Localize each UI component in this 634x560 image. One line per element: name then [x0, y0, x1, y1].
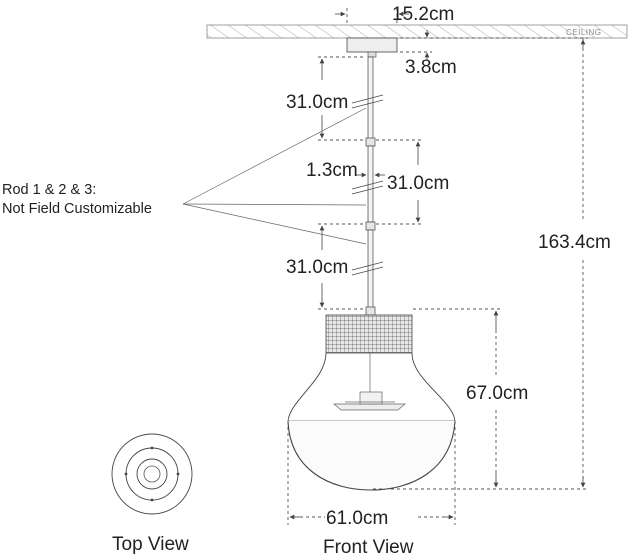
shade-width-label: 61.0cm — [326, 508, 388, 529]
shade-height-label: 67.0cm — [466, 383, 528, 404]
rod-note-leaders — [182, 107, 367, 245]
rod-1-dimension — [318, 56, 366, 141]
rod-1-label: 31.0cm — [286, 92, 348, 113]
top-view — [111, 433, 193, 515]
canopy-width-dimension — [335, 8, 409, 24]
top-view-label: Top View — [112, 534, 189, 555]
canopy-height-dimension — [400, 30, 432, 60]
canopy-height-label: 3.8cm — [405, 57, 457, 78]
canopy-width-label: 15.2cm — [392, 4, 454, 25]
rod-3-dimension — [318, 223, 366, 310]
rod-note-line1: Rod 1 & 2 & 3: — [2, 182, 96, 198]
shade-height-dimension — [413, 308, 503, 488]
canopy — [346, 37, 398, 53]
ceiling-label: CEILING — [566, 28, 602, 37]
overall-height-label: 163.4cm — [538, 232, 611, 253]
rod-2-dimension — [376, 139, 422, 225]
rod-assembly — [351, 56, 384, 316]
rod-diameter-label: 1.3cm — [306, 160, 358, 181]
shade — [287, 314, 456, 491]
rod-3-label: 31.0cm — [286, 257, 348, 278]
rod-2-label: 31.0cm — [387, 173, 449, 194]
rod-note-line2: Not Field Customizable — [2, 201, 152, 217]
front-view-label: Front View — [323, 537, 414, 558]
ceiling: CEILING — [206, 24, 628, 39]
overall-height-dimension — [373, 37, 588, 490]
shade-width-dimension — [287, 421, 456, 525]
